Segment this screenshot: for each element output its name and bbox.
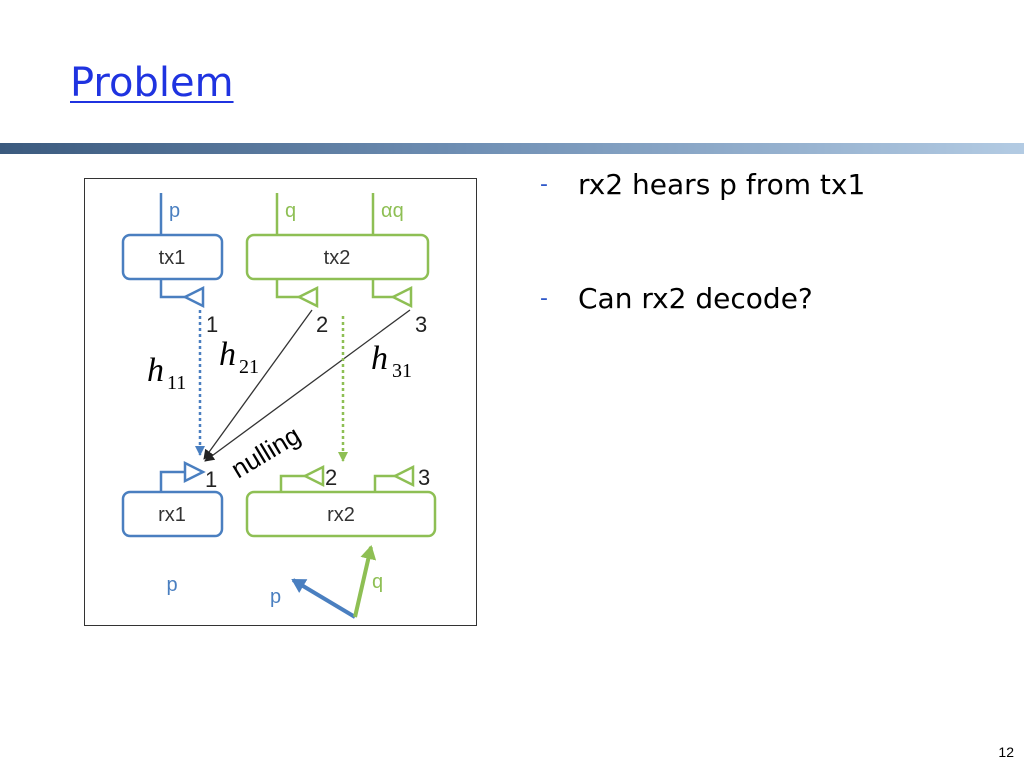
tx2-node: q αq tx2 2 3 (245, 193, 430, 337)
bullet-text: Can rx2 decode? (578, 282, 813, 315)
tx1-label: tx1 (159, 247, 186, 269)
rx1-box (121, 490, 224, 538)
nulling-label: nulling (226, 420, 306, 484)
rx2-vector-p-arrow (291, 578, 357, 619)
channel-h21-subscript: 21 (239, 356, 259, 378)
rx1-antenna-icon (183, 460, 206, 484)
tx1-antenna-icon (182, 285, 205, 309)
rx2-antenna-3-icon (392, 464, 415, 488)
rx1-node: 1 rx1 p (121, 460, 224, 596)
rx2-box (245, 490, 437, 538)
rx2-node: 2 3 rx2 p q (245, 464, 437, 619)
channel-h11-subscript: 11 (167, 372, 186, 394)
channel-h31-line (204, 309, 411, 462)
rx2-vector-q-label: q (372, 571, 383, 593)
tx1-node: p tx1 1 (121, 193, 224, 337)
rx2-vector-p-label: p (270, 586, 281, 608)
mimo-diagram: p tx1 1 q αq tx2 2 3 h 11 (84, 178, 477, 626)
channel-h21-letter: h (219, 336, 236, 373)
slide-title: Problem (70, 60, 234, 106)
tx2-antenna-3-icon (390, 285, 413, 309)
channel-h21-line (203, 309, 313, 460)
rx2-label: rx2 (327, 504, 355, 526)
tx1-box (121, 233, 224, 281)
bullet-item: - rx2 hears p from tx1 (540, 163, 865, 219)
channel-h11-letter: h (147, 352, 164, 389)
bullet-item: - Can rx2 decode? (540, 277, 865, 333)
tx2-stream-q: q (285, 200, 296, 222)
tx2-antenna-2-icon (296, 285, 319, 309)
tx1-antenna-number: 1 (206, 312, 218, 337)
tx2-box (245, 233, 430, 281)
channel-h31-subscript: 31 (392, 360, 412, 382)
bullet-dash: - (540, 172, 548, 197)
title-divider (0, 143, 1024, 154)
mimo-diagram-svg: p tx1 1 q αq tx2 2 3 h 11 (121, 193, 437, 619)
channel-h31-letter: h (371, 340, 388, 377)
tx2-antenna-2-number: 2 (316, 312, 328, 337)
tx2-stream-alpha-q: αq (381, 200, 404, 222)
bullet-list: - rx2 hears p from tx1 - Can rx2 decode? (540, 163, 865, 333)
rx2-antenna-2-number: 2 (325, 465, 337, 490)
tx1-stream-label: p (169, 200, 180, 222)
tx2-antenna-3-number: 3 (415, 312, 427, 337)
rx2-vector-q-arrow (353, 545, 377, 618)
tx2-label: tx2 (324, 247, 351, 269)
bullet-text: rx2 hears p from tx1 (578, 168, 866, 201)
rx2-antenna-2-icon (302, 464, 325, 488)
rx2-antenna-3-number: 3 (418, 465, 430, 490)
rx1-label: rx1 (158, 504, 186, 526)
bullet-dash: - (540, 286, 548, 311)
rx1-decoded-stream: p (166, 574, 177, 596)
page-number: 12 (998, 744, 1014, 760)
rx1-antenna-number: 1 (205, 467, 217, 492)
